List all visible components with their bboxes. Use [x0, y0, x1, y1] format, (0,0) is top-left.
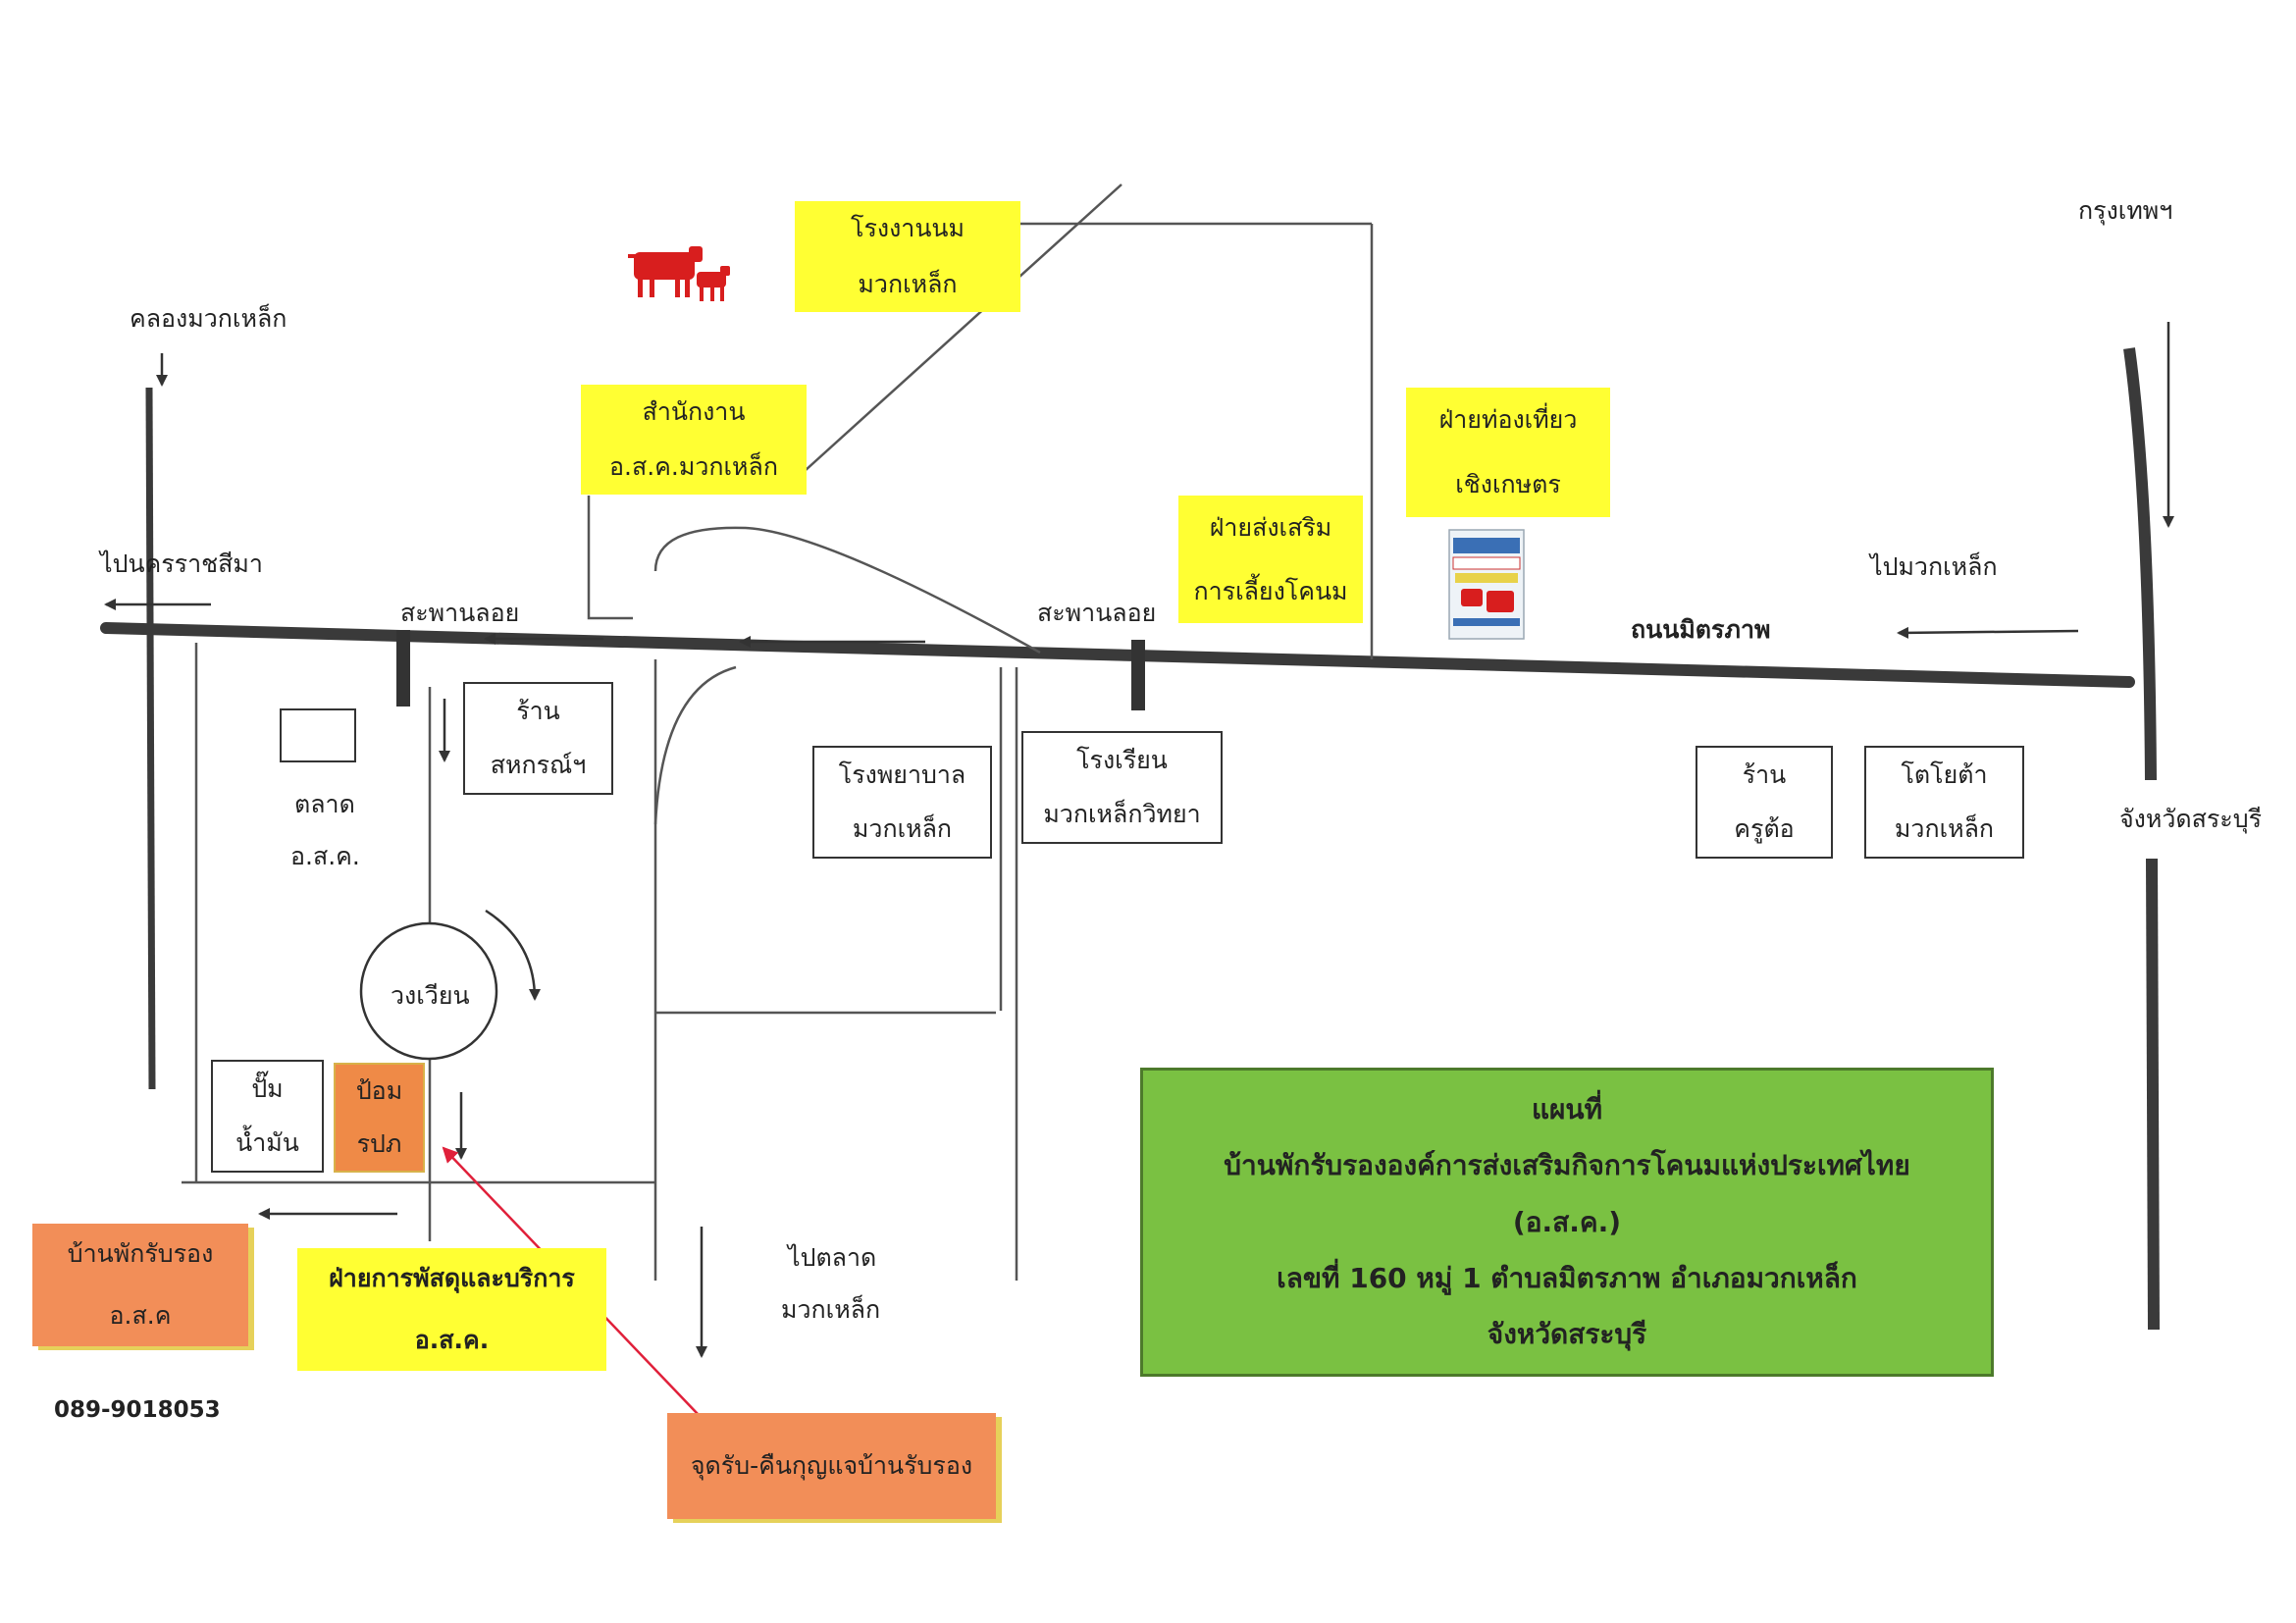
- market-building: [280, 708, 356, 762]
- place-key-point-label: จุดรับ-คืนกุญแจบ้านรับรอง: [690, 1451, 973, 1480]
- label-saraburi: จังหวัดสระบุรี: [2119, 805, 2263, 833]
- place-key-point: จุดรับ-คืนกุญแจบ้านรับรอง: [667, 1413, 996, 1519]
- place-security-post: ป้อม รปภ: [334, 1063, 425, 1173]
- main-road-mittraphap: [100, 622, 2135, 688]
- left-vertical-road: [145, 387, 156, 1090]
- place-supplies-dept-line2: อ.ส.ค.: [414, 1325, 490, 1354]
- place-toyota-line1: โตโยต้า: [1901, 759, 1988, 789]
- place-gas-station-line2: น้ำมัน: [235, 1128, 299, 1158]
- label-market-line1: ตลาด: [294, 790, 355, 818]
- place-guest-house-line1: บ้านพักรับรอง: [67, 1239, 214, 1269]
- side-roads: [182, 183, 1374, 1281]
- place-toyota: โตโยต้า มวกเหล็ก: [1864, 746, 2024, 859]
- place-agro-tourism: ฝ่ายท่องเที่ยว เชิงเกษตร: [1406, 388, 1610, 517]
- place-milk-factory-line1: โรงงานนม: [851, 214, 965, 243]
- place-krutoa-shop-line2: ครูต้อ: [1734, 814, 1795, 844]
- overpass-left: [396, 630, 410, 707]
- label-to-market-line1: ไปตลาด: [788, 1243, 877, 1272]
- highway-vertical-bottom: [2146, 858, 2160, 1331]
- place-krutoa-shop-line1: ร้าน: [1742, 759, 1787, 789]
- place-supplies-dept: ฝ่ายการพัสดุและบริการ อ.ส.ค.: [297, 1248, 606, 1371]
- place-hospital-line2: มวกเหล็ก: [852, 814, 953, 844]
- place-guest-house-line2: อ.ส.ค: [109, 1300, 172, 1330]
- place-milk-factory-line2: มวกเหล็ก: [858, 269, 958, 298]
- place-office: สำนักงาน อ.ส.ค.มวกเหล็ก: [581, 385, 807, 495]
- place-coop-shop-line1: ร้าน: [516, 696, 560, 725]
- place-toyota-line2: มวกเหล็ก: [1894, 814, 1995, 844]
- milk-carton-icon: [1447, 528, 1526, 641]
- place-supplies-dept-line1: ฝ่ายการพัสดุและบริการ: [329, 1264, 575, 1293]
- label-to-nakhon-ratchasima: ไปนครราชสีมา: [100, 550, 263, 578]
- place-gas-station-line1: ปั๊ม: [251, 1073, 284, 1103]
- roundabout-circle: [359, 921, 498, 1061]
- info-box-abbr: (อ.ส.ค.): [1512, 1205, 1622, 1238]
- place-hospital-line1: โรงพยาบาล: [838, 759, 966, 789]
- place-krutoa-shop: ร้าน ครูต้อ: [1696, 746, 1833, 859]
- place-guest-house: บ้านพักรับรอง อ.ส.ค: [32, 1224, 248, 1346]
- info-box: แผนที่ บ้านพักรับรององค์การส่งเสริมกิจกา…: [1140, 1068, 1994, 1377]
- place-coop-shop: ร้าน สหกรณ์ฯ: [463, 682, 613, 795]
- label-to-muak-lek: ไปมวกเหล็ก: [1870, 552, 1998, 581]
- direction-arrows: [104, 322, 2174, 1358]
- place-school-line2: มวกเหล็กวิทยา: [1043, 800, 1201, 829]
- highway-vertical-top: [2123, 347, 2157, 781]
- label-khlong-muak-lek: คลองมวกเหล็ก: [130, 304, 287, 333]
- label-floating-bridge-left: สะพานลอย: [400, 599, 520, 627]
- label-roundabout: วงเวียน: [391, 981, 470, 1010]
- place-school-line1: โรงเรียน: [1076, 745, 1168, 774]
- info-box-province: จังหวัดสระบุรี: [1487, 1318, 1647, 1350]
- place-school: โรงเรียน มวกเหล็กวิทยา: [1021, 731, 1223, 844]
- place-office-line1: สำนักงาน: [642, 397, 746, 426]
- place-gas-station: ปั๊ม น้ำมัน: [211, 1060, 324, 1173]
- label-to-market-line2: มวกเหล็ก: [781, 1295, 881, 1324]
- place-cattle-promotion: ฝ่ายส่งเสริม การเลี้ยงโคนม: [1178, 496, 1363, 623]
- place-security-post-line1: ป้อม: [355, 1076, 403, 1105]
- cow-with-calf-icon: [628, 240, 736, 309]
- roundabout-direction-arrow: [485, 909, 541, 1001]
- info-box-title: แผนที่: [1531, 1093, 1603, 1126]
- place-security-post-line2: รปภ: [356, 1129, 402, 1158]
- label-bangkok: กรุงเทพฯ: [2078, 196, 2173, 225]
- place-agro-tourism-line2: เชิงเกษตร: [1455, 470, 1561, 498]
- place-milk-factory: โรงงานนม มวกเหล็ก: [795, 201, 1020, 312]
- overpass-right: [1131, 640, 1145, 710]
- label-market-line2: อ.ส.ค.: [290, 842, 360, 870]
- info-box-address: เลขที่ 160 หมู่ 1 ตำบลมิตรภาพ อำเภอมวกเห…: [1277, 1261, 1857, 1294]
- place-coop-shop-line2: สหกรณ์ฯ: [490, 751, 587, 780]
- place-cattle-promotion-line2: การเลี้ยงโคนม: [1193, 576, 1348, 605]
- info-box-name: บ้านพักรับรององค์การส่งเสริมกิจการโคนมแห…: [1224, 1149, 1910, 1182]
- place-office-line2: อ.ส.ค.มวกเหล็ก: [609, 452, 778, 481]
- label-phone: 089-9018053: [54, 1397, 221, 1423]
- label-mittraphap-road: ถนนมิตรภาพ: [1631, 615, 1771, 644]
- place-agro-tourism-line1: ฝ่ายท่องเที่ยว: [1438, 405, 1578, 434]
- place-cattle-promotion-line1: ฝ่ายส่งเสริม: [1209, 512, 1332, 542]
- place-hospital: โรงพยาบาล มวกเหล็ก: [812, 746, 992, 859]
- label-floating-bridge-right: สะพานลอย: [1037, 599, 1157, 627]
